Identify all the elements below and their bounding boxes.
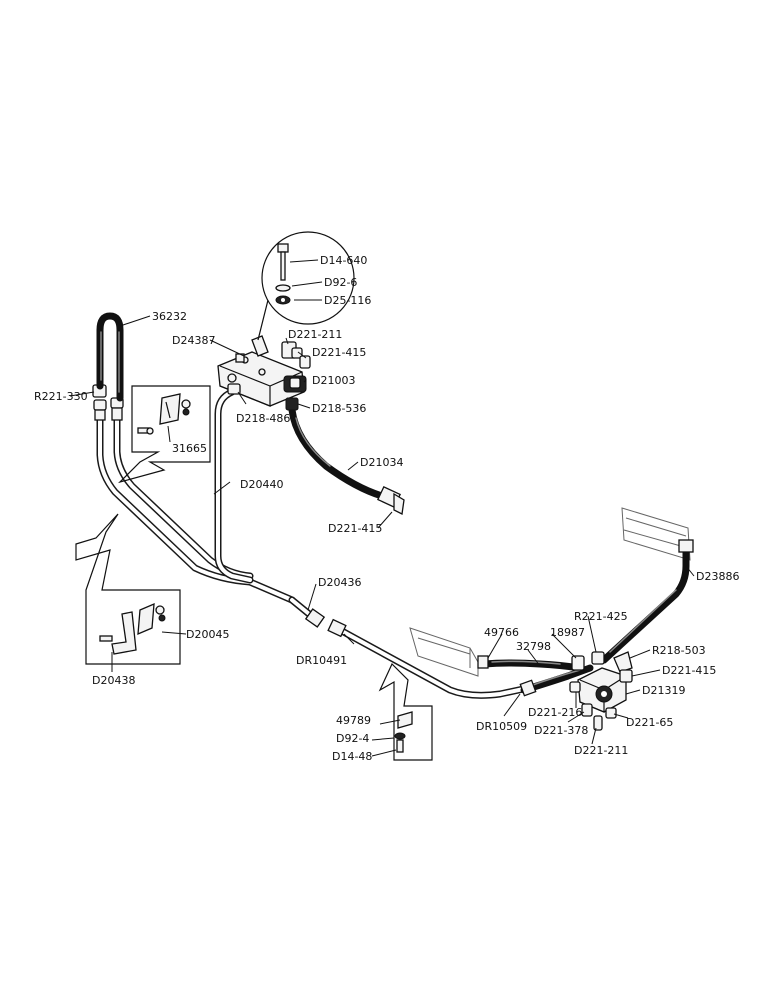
detail-box-clamp-31665 bbox=[117, 385, 211, 484]
label-d14-48: D14-48 bbox=[332, 750, 372, 763]
detail-box-clamp-49789 bbox=[378, 662, 433, 761]
label-d21003: D21003 bbox=[312, 374, 355, 387]
detail-circle-valve-hardware bbox=[257, 231, 355, 341]
fitting-d221-415-elbow bbox=[377, 485, 405, 515]
label-d24387: D24387 bbox=[172, 334, 215, 347]
hose-36232 bbox=[96, 312, 124, 402]
label-d23886: D23886 bbox=[696, 570, 739, 583]
label-d218-536: D218-536 bbox=[312, 402, 366, 415]
label-d218-486: D218-486 bbox=[236, 412, 290, 425]
label-d25-116: D25-116 bbox=[324, 294, 371, 307]
label-49789: 49789 bbox=[336, 714, 371, 727]
fitting-d20436-nut bbox=[304, 608, 347, 638]
label-d221-216: D221-216 bbox=[528, 706, 582, 719]
fitting-d221-211-bottom bbox=[593, 715, 603, 731]
label-36232: 36232 bbox=[152, 310, 187, 323]
part-labels: D14-640 D92-6 D25-116 36232 D24387 D221-… bbox=[34, 254, 739, 763]
fitting-r218-503 bbox=[613, 651, 633, 673]
tube-dr10491 bbox=[336, 626, 532, 699]
label-r221-425: R221-425 bbox=[574, 610, 628, 623]
valve-d21319 bbox=[577, 667, 627, 713]
hose-d23886 bbox=[600, 539, 694, 664]
label-d221-415-right: D221-415 bbox=[662, 664, 716, 677]
label-dr10491: DR10491 bbox=[296, 654, 347, 667]
label-d21034: D21034 bbox=[360, 456, 403, 469]
fitting-d221-65 bbox=[605, 707, 617, 719]
machine-frame-left bbox=[409, 627, 479, 677]
relief-valve-d21003 bbox=[283, 375, 307, 393]
fitting-r221-425 bbox=[591, 651, 605, 665]
label-d21319: D21319 bbox=[642, 684, 685, 697]
label-d20045: D20045 bbox=[186, 628, 229, 641]
fitting-d218-486 bbox=[227, 383, 241, 395]
label-r218-503: R218-503 bbox=[652, 644, 706, 657]
fitting-d221-415-valve bbox=[299, 355, 311, 369]
label-dr10509: DR10509 bbox=[476, 720, 527, 733]
hose-49766-end-fitting bbox=[477, 655, 537, 697]
label-d92-4: D92-4 bbox=[336, 732, 369, 745]
fitting-d221-216 bbox=[569, 681, 581, 693]
label-31665: 31665 bbox=[172, 442, 207, 455]
fitting-d221-211-valve bbox=[281, 341, 303, 359]
label-d20438: D20438 bbox=[92, 674, 135, 687]
label-d221-378: D221-378 bbox=[534, 724, 588, 737]
machine-frame-right bbox=[621, 507, 691, 561]
fitting-d221-378 bbox=[581, 703, 593, 717]
fitting-18987 bbox=[571, 655, 585, 671]
leader-lines bbox=[69, 259, 695, 757]
label-d92-6: D92-6 bbox=[324, 276, 357, 289]
label-d20440: D20440 bbox=[240, 478, 283, 491]
hose-49766 bbox=[480, 659, 584, 672]
hose-d21034 bbox=[288, 406, 396, 504]
tube-d20440 bbox=[214, 388, 254, 584]
label-d221-415-hose: D221-415 bbox=[328, 522, 382, 535]
label-32798: 32798 bbox=[516, 640, 551, 653]
label-d14-640-top: D14-640 bbox=[320, 254, 367, 267]
detail-box-clamp-d20045 bbox=[75, 513, 181, 665]
fitting-d218-536 bbox=[285, 397, 299, 411]
label-d20436: D20436 bbox=[318, 576, 361, 589]
label-49766: 49766 bbox=[484, 626, 519, 639]
label-d221-211-bottom: D221-211 bbox=[574, 744, 628, 757]
label-d221-211-top: D221-211 bbox=[288, 328, 342, 341]
label-d221-65: D221-65 bbox=[626, 716, 673, 729]
fitting-d221-415-right bbox=[619, 669, 633, 683]
label-d221-415-valve: D221-415 bbox=[312, 346, 366, 359]
label-r221-330: R221-330 bbox=[34, 390, 88, 403]
label-18987: 18987 bbox=[550, 626, 585, 639]
